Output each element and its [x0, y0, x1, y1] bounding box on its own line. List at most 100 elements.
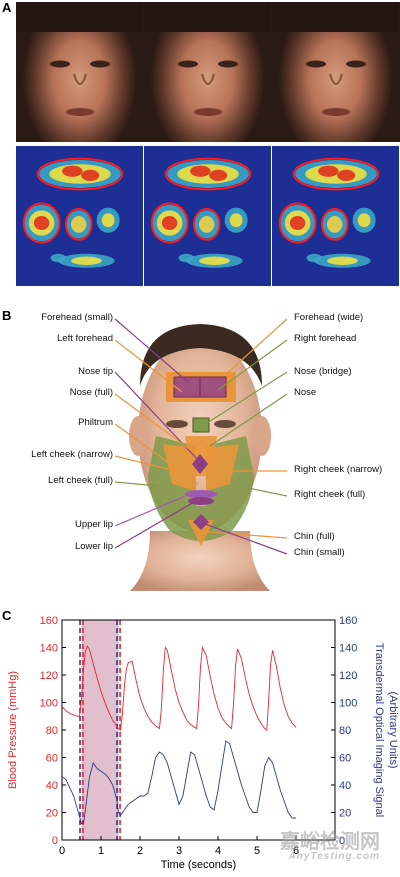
y-axis-label-right-2: (Arbitrary Units)	[387, 691, 399, 768]
x-tick-label: 0	[59, 845, 65, 857]
leader-nose-full	[114, 393, 193, 452]
y-tick-label-left: 160	[40, 615, 58, 627]
y-tick-label-left: 20	[46, 808, 58, 820]
chin-full-region	[188, 520, 214, 546]
neck	[130, 531, 270, 591]
label-right-forehead: Right forehead	[294, 333, 357, 344]
y-tick-label-right: 120	[339, 670, 357, 682]
x-tick-label: 3	[176, 845, 182, 857]
heatmap-roi-circle	[36, 157, 124, 191]
heatmap-hotspot	[289, 216, 306, 230]
y-axis-label-right-1: Transdermal Optical Imaging Signal	[373, 643, 385, 817]
y-tick-label-left: 120	[40, 670, 58, 682]
label-forehead-wide: Forehead (wide)	[294, 312, 364, 323]
y-tick-label-right: 80	[339, 725, 351, 737]
toi-line	[61, 740, 296, 824]
x-tick-label: 5	[254, 845, 260, 857]
heatmap-hotspot	[50, 253, 66, 263]
leader-upper-lip	[114, 493, 191, 527]
chin-small-region	[193, 514, 209, 530]
label-right-cheek-full: Right cheek (full)	[294, 489, 366, 500]
label-chin-small: Chin (small)	[294, 547, 345, 558]
heatmap-hotspot	[81, 169, 100, 181]
leader-chin-small	[204, 523, 288, 555]
heatmap-hotspot	[209, 169, 228, 181]
y-tick-label-right: 160	[339, 615, 357, 627]
y-tick-label-right: 100	[339, 698, 357, 710]
heatmap-hotspot	[357, 213, 371, 228]
y-tick-label-right: 60	[339, 753, 351, 765]
face-rendering	[114, 318, 288, 591]
watermark-sub: AnyTesting.com	[288, 851, 380, 862]
leader-philtrum	[114, 423, 199, 485]
label-philtrum: Philtrum	[78, 417, 113, 428]
heatmap	[16, 146, 144, 286]
y-tick-label-left: 0	[52, 835, 58, 847]
x-tick-label: 2	[137, 845, 143, 857]
heatmap-roi-circle	[292, 157, 380, 191]
watermark-logo-text: 嘉峪检测网	[280, 831, 380, 853]
heatmap-hotspot	[62, 165, 83, 177]
highlight-band	[81, 620, 119, 840]
hair	[140, 324, 262, 386]
heatmap-svg	[22, 157, 124, 268]
heatmap	[144, 146, 272, 286]
heatmap-roi-circle	[278, 202, 317, 244]
bp-line	[61, 645, 297, 731]
y-tick-label-left: 80	[46, 725, 58, 737]
heatmap-hotspot	[337, 169, 356, 181]
heatmap-hotspot	[199, 216, 215, 233]
heatmap-roi-circle	[320, 208, 349, 241]
face-photo-features	[272, 2, 399, 116]
leader-lower-lip	[114, 501, 195, 549]
heatmap-row	[16, 146, 400, 286]
heatmap-svg	[150, 157, 252, 268]
face-photo-features	[144, 2, 271, 116]
leader-right-cheek-full	[247, 487, 288, 497]
leader-forehead-small	[114, 318, 189, 383]
panel-b-letter: B	[2, 308, 12, 323]
left-ear	[129, 416, 147, 456]
leader-left-cheek-narrow	[114, 455, 177, 472]
label-right-cheek-narrow: Right cheek (narrow)	[294, 464, 383, 475]
right-eye	[214, 420, 236, 428]
label-left-cheek-full: Left cheek (full)	[48, 475, 113, 486]
heatmap-roi-circle	[64, 208, 93, 241]
leader-right-forehead	[217, 339, 288, 391]
y-tick-label-left: 140	[40, 643, 58, 655]
heatmap-roi-circle	[22, 202, 61, 244]
label-left-forehead: Left forehead	[57, 333, 113, 344]
heatmap-hotspot	[71, 216, 87, 233]
y-tick-label-right: 0	[339, 835, 345, 847]
label-nose: Nose	[294, 387, 317, 398]
left-eye	[166, 420, 188, 428]
face-diagram: Forehead (small) Left forehead Nose tip …	[0, 306, 400, 591]
heatmap-hotspot	[327, 216, 343, 233]
face-photo-features	[16, 2, 143, 116]
y-tick-label-right: 20	[339, 808, 351, 820]
x-tick-label: 1	[98, 845, 104, 857]
watermark: 嘉峪检测网 AnyTesting.com	[280, 832, 380, 862]
face-photo	[144, 2, 272, 142]
y-tick-label-left: 100	[40, 698, 58, 710]
heatmap-hotspot	[178, 253, 194, 263]
y-tick-label-left: 60	[46, 753, 58, 765]
lower-lip-region	[188, 497, 214, 505]
y-tick-label-left: 40	[46, 780, 58, 792]
label-lower-lip: Lower lip	[74, 541, 113, 552]
leader-nose-bridge	[206, 371, 288, 424]
heatmap-hotspot	[199, 256, 230, 265]
label-left-cheek-narrow: Left cheek (narrow)	[31, 449, 113, 460]
heatmap	[272, 146, 400, 286]
heatmap-roi-circle	[150, 202, 189, 244]
panel-c-letter: C	[2, 608, 12, 623]
heatmap-hotspot	[161, 216, 178, 230]
right-ear	[253, 416, 271, 456]
x-axis-label: Time (seconds)	[161, 859, 236, 871]
left-cheek-narrow-region	[163, 444, 196, 491]
leader-left-forehead	[114, 339, 183, 393]
heatmap-roi-circle	[192, 208, 221, 241]
heatmap-hotspot	[33, 216, 50, 230]
nose-tip-region	[192, 454, 208, 474]
